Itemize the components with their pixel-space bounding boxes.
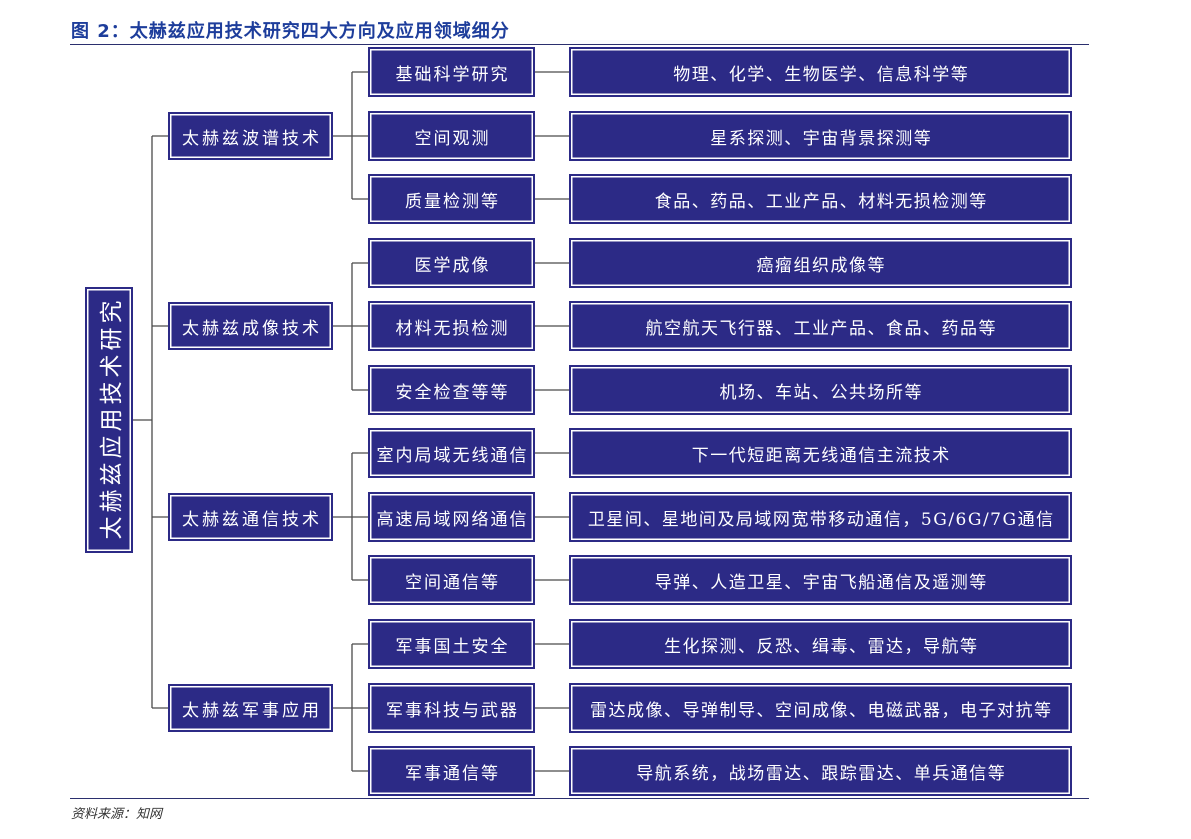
branch-connectors [152, 135, 168, 709]
application-area-box: 室内局域无线通信 [368, 428, 535, 478]
application-field-box: 食品、药品、工业产品、材料无损检测等 [569, 174, 1072, 224]
application-field-box: 物理、化学、生物医学、信息科学等 [569, 47, 1072, 97]
application-area-box: 军事通信等 [368, 746, 535, 796]
application-field-box: 航空航天飞行器、工业产品、食品、药品等 [569, 301, 1072, 351]
application-area-box: 医学成像 [368, 238, 535, 288]
application-area-box: 材料无损检测 [368, 301, 535, 351]
application-area-box: 军事科技与武器 [368, 683, 535, 733]
root-box: 太赫兹应用技术研究 [85, 287, 133, 553]
root-label: 太赫兹应用技术研究 [99, 296, 125, 540]
group-connector-military [333, 643, 368, 772]
branch-communication: 太赫兹通信技术 [168, 493, 333, 541]
application-area-box: 安全检查等等 [368, 365, 535, 415]
group-connector-spectroscopy [333, 71, 368, 200]
branch-military: 太赫兹军事应用 [168, 684, 333, 732]
branch-spectroscopy: 太赫兹波谱技术 [168, 112, 333, 160]
figure-source: 资料来源：知网 [71, 807, 163, 822]
application-field-box: 生化探测、反恐、缉毒、雷达，导航等 [569, 619, 1072, 669]
application-field-box: 星系探测、宇宙背景探测等 [569, 111, 1072, 161]
application-field-box: 下一代短距离无线通信主流技术 [569, 428, 1072, 478]
figure-title: 图 2：太赫兹应用技术研究四大方向及应用领域细分 [71, 21, 510, 42]
application-area-box: 军事国土安全 [368, 619, 535, 669]
application-field-box: 导弹、人造卫星、宇宙飞船通信及遥测等 [569, 555, 1072, 605]
group-connector-communication [333, 452, 368, 581]
application-field-box: 癌瘤组织成像等 [569, 238, 1072, 288]
application-area-box: 基础科学研究 [368, 47, 535, 97]
group-connector-imaging [333, 262, 368, 391]
application-field-box: 雷达成像、导弹制导、空间成像、电磁武器，电子对抗等 [569, 683, 1072, 733]
application-area-box: 高速局域网络通信 [368, 492, 535, 542]
branch-imaging: 太赫兹成像技术 [168, 302, 333, 350]
source-rule [70, 798, 1089, 799]
application-field-box: 机场、车站、公共场所等 [569, 365, 1072, 415]
application-area-box: 质量检测等 [368, 174, 535, 224]
leaf-connectors [535, 71, 569, 772]
application-field-box: 导航系统，战场雷达、跟踪雷达、单兵通信等 [569, 746, 1072, 796]
application-area-box: 空间通信等 [368, 555, 535, 605]
application-field-box: 卫星间、星地间及局域网宽带移动通信，5G/6G/7G通信 [569, 492, 1072, 542]
application-area-box: 空间观测 [368, 111, 535, 161]
title-rule [70, 44, 1089, 45]
